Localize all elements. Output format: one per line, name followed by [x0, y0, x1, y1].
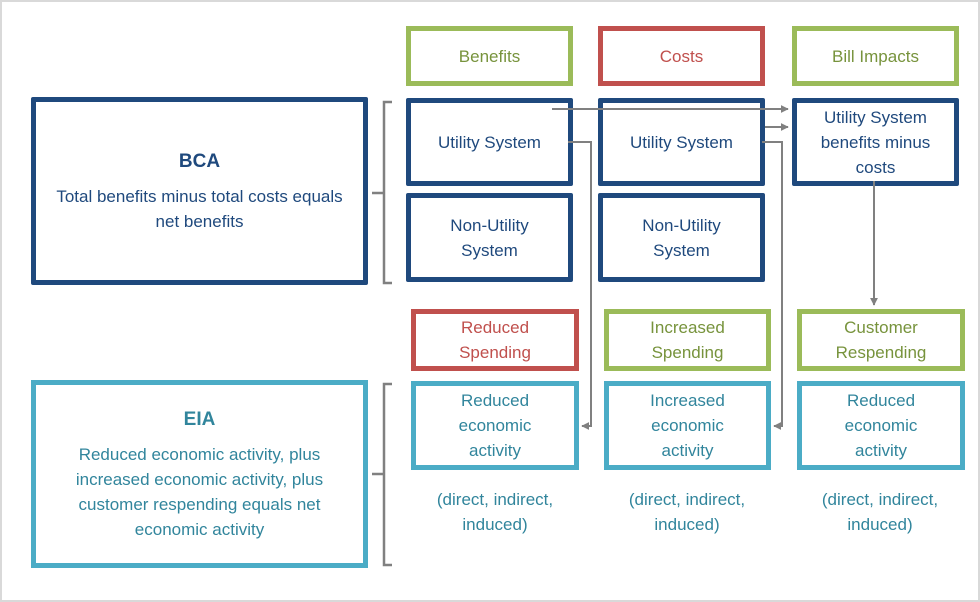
- bill-impacts-line1: Utility System: [824, 107, 927, 127]
- effects-note-2-line2: induced): [654, 515, 720, 534]
- effects-note-3: (direct, indirect, induced): [795, 487, 965, 537]
- bca-brace: [372, 100, 392, 285]
- activity-1-line2: economic: [458, 416, 532, 435]
- costs-header: Costs: [598, 26, 765, 86]
- benefits-utility-system-box: Utility System: [406, 98, 573, 186]
- eia-box: EIA Reduced economic activity, plus incr…: [31, 380, 368, 568]
- reduced-spending-line1: Reduced: [460, 318, 530, 337]
- bca-title: BCA: [178, 150, 221, 172]
- benefits-non-utility-line2: System: [461, 240, 518, 260]
- costs-header-label: Costs: [659, 46, 704, 66]
- effects-note-3-line1: (direct, indirect,: [821, 490, 939, 509]
- activity-1-line3: activity: [469, 441, 521, 460]
- costs-non-utility-line2: System: [653, 240, 710, 260]
- benefits-non-utility-system-box: Non-Utility System: [406, 193, 573, 282]
- activity-3-line3: activity: [855, 441, 907, 460]
- bill-impacts-header-label: Bill Impacts: [832, 46, 919, 66]
- reduced-economic-activity-box: Reduced economic activity: [411, 381, 579, 470]
- costs-non-utility-system-box: Non-Utility System: [598, 193, 765, 282]
- effects-note-2: (direct, indirect, induced): [602, 487, 772, 537]
- eia-title: EIA: [183, 408, 216, 430]
- eia-brace: [372, 382, 392, 567]
- activity-2-line1: Increased: [650, 391, 725, 410]
- benefits-header-label: Benefits: [458, 46, 521, 66]
- effects-note-1: (direct, indirect, induced): [410, 487, 580, 537]
- increased-spending-box: Increased Spending: [604, 309, 771, 371]
- increased-spending-line1: Increased: [650, 318, 725, 337]
- customer-respending-box: Customer Respending: [797, 309, 965, 371]
- reduced-spending-box: Reduced Spending: [411, 309, 579, 371]
- bill-impacts-header: Bill Impacts: [792, 26, 959, 86]
- eia-description: Reduced economic activity, plus increase…: [75, 444, 324, 539]
- arrow-costs-to-increased-activity: [762, 141, 783, 430]
- activity-3-line2: economic: [844, 416, 918, 435]
- costs-utility-system-label: Utility System: [630, 132, 733, 152]
- bill-impacts-net-box: Utility System benefits minus costs: [792, 98, 959, 186]
- increased-economic-activity-box: Increased economic activity: [604, 381, 771, 470]
- activity-2-line3: activity: [661, 441, 714, 460]
- bill-impacts-line2: benefits minus: [820, 132, 931, 152]
- benefits-non-utility-line1: Non-Utility: [450, 215, 529, 235]
- effects-note-2-line1: (direct, indirect,: [628, 490, 746, 509]
- bca-box: BCA Total benefits minus total costs equ…: [31, 97, 368, 285]
- bca-description: Total benefits minus total costs equals …: [56, 186, 343, 231]
- bill-impacts-line3: costs: [855, 157, 896, 177]
- respending-economic-activity-box: Reduced economic activity: [797, 381, 965, 470]
- activity-1-line1: Reduced: [460, 391, 530, 410]
- effects-note-1-line1: (direct, indirect,: [436, 490, 554, 509]
- effects-note-3-line2: induced): [847, 515, 913, 534]
- costs-non-utility-line1: Non-Utility: [642, 215, 721, 235]
- benefits-utility-system-label: Utility System: [438, 132, 541, 152]
- costs-utility-system-box: Utility System: [598, 98, 765, 186]
- activity-3-line1: Reduced: [846, 391, 916, 410]
- effects-note-1-line2: induced): [462, 515, 528, 534]
- activity-2-line2: economic: [651, 416, 724, 435]
- arrow-benefits-to-reduced-activity: [568, 141, 592, 430]
- increased-spending-line2: Spending: [651, 343, 724, 362]
- customer-respending-line1: Customer: [844, 318, 918, 337]
- customer-respending-line2: Respending: [835, 343, 927, 362]
- benefits-header: Benefits: [406, 26, 573, 86]
- reduced-spending-line2: Spending: [459, 343, 531, 362]
